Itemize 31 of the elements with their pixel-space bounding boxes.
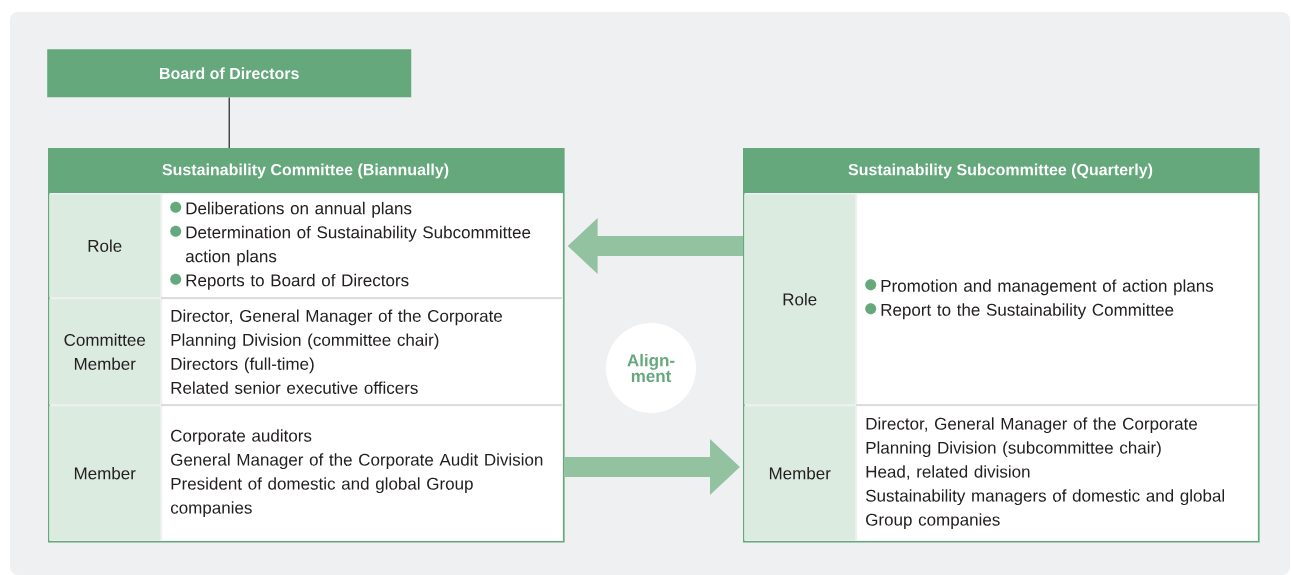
text-line: Head, related division [866,465,1030,480]
node-label: Role [88,239,122,252]
label-cell: Member [49,406,161,541]
content-cell [857,194,1258,405]
text-line: Sustainability managers of domestic and global Group companies [866,489,1224,530]
text-line: Director, General Manager of the Corporate Planning Division (committee chair) [171,309,502,350]
text-line: President of domestic and global Group companies [170,477,473,518]
list-item: Deliberations on annual plans [186,201,412,218]
node-label: Member [74,466,136,480]
label-cell: Role [49,194,161,298]
label-cell: Role [744,194,856,405]
connector-line [228,96,230,149]
list-item: Determination of Sustainability Subcommittee action plans [185,225,531,266]
content-cell [857,406,1258,541]
node-label: Member [769,466,831,480]
text-line: Corporate auditors [171,429,312,446]
text-line: Related senior executive officers [171,381,418,394]
node-label: Committee Member [64,333,146,370]
content-cell [162,299,563,405]
label-cell: Member [744,406,856,541]
node-label: Role [783,292,817,306]
text-line: Director, General Manager of the Corporate Planning Division (subcommittee chair) [866,417,1197,458]
text-line: Directors (full-time) [171,357,314,374]
content-cell [162,194,563,298]
text-line: General Manager of the Corporate Audit Division [171,453,543,470]
content-cell [162,406,563,541]
title-box: Board of Directors [47,49,412,98]
list-item: Report to the Sustainability Committee [881,303,1174,320]
label-cell: Committee Member [49,299,161,405]
list-item: Promotion and management of action plans [881,279,1214,296]
list-item: Reports to Board of Directors [186,273,409,290]
